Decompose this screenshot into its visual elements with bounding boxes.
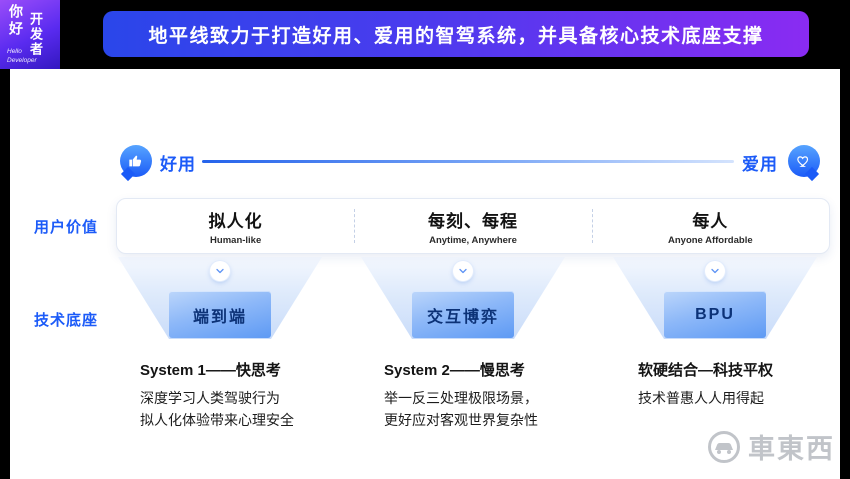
thumbs-up-pin-icon — [120, 145, 152, 177]
value-card-title: 每刻、每程 — [427, 211, 518, 231]
header-banner: 地平线致力于打造好用、爱用的智驾系统，并具备核心技术底座支撑 — [103, 11, 809, 57]
tech-block-bpu: BPU — [664, 291, 766, 338]
description-heading: System 2——慢思考 — [384, 362, 525, 379]
description-line: 更好应对客观世界复杂性 — [384, 412, 538, 428]
description-system1: System 1——快思考 深度学习人类驾驶行为 拟人化体验带来心理安全 — [140, 359, 294, 431]
watermark: 車東西 — [706, 427, 835, 466]
value-card-subtitle: Anytime, Anywhere — [429, 234, 517, 246]
description-heading: System 1——快思考 — [140, 362, 281, 379]
tech-block-interaction-game: 交互博弈 — [412, 291, 514, 338]
chedongxi-logo-icon — [708, 430, 740, 463]
badge-en-subtitle: Hello Developer — [7, 48, 37, 65]
thumbs-up-icon — [129, 155, 142, 167]
description-hardware-software: 软硬结合—科技平权 技术普惠人人用得起 — [638, 359, 773, 409]
tech-block-end-to-end: 端到端 — [169, 291, 271, 338]
value-card-subtitle: Human-like — [210, 234, 262, 246]
value-card-human-like: 拟人化 Human-like — [117, 199, 354, 253]
row-label-tech-base: 技术底座 — [33, 312, 98, 329]
row-label-user-value: 用户价值 — [33, 219, 98, 236]
hello-developer-badge: 你好 开发者 Hello Developer — [0, 0, 60, 69]
value-card-title: 拟人化 — [208, 211, 263, 231]
spectrum-right-label: 爱用 — [742, 155, 778, 174]
badge-cn-line1: 你好 — [8, 4, 24, 38]
spectrum-line — [202, 160, 734, 163]
description-heading: 软硬结合—科技平权 — [638, 362, 774, 379]
value-card-subtitle: Anyone Affordable — [668, 234, 753, 246]
description-line: 举一反三处理极限场景， — [384, 390, 538, 406]
description-line: 拟人化体验带来心理安全 — [140, 412, 294, 428]
description-line: 技术普惠人人用得起 — [638, 390, 764, 406]
header-title: 地平线致力于打造好用、爱用的智驾系统，并具备核心技术底座支撑 — [148, 25, 764, 47]
description-line: 深度学习人类驾驶行为 — [140, 390, 280, 406]
heart-icon — [797, 156, 809, 167]
badge-cn-line2: 开发者 — [28, 12, 43, 57]
value-card-anyone: 每人 Anyone Affordable — [591, 199, 829, 253]
description-system2: System 2——慢思考 举一反三处理极限场景， 更好应对客观世界复杂性 — [384, 359, 538, 431]
chevron-down-icon — [210, 261, 230, 281]
chevron-down-icon — [705, 261, 725, 281]
value-card-title: 每人 — [692, 211, 729, 231]
value-cards: 拟人化 Human-like 每刻、每程 Anytime, Anywhere 每… — [116, 198, 830, 254]
spectrum-left-label: 好用 — [160, 155, 196, 174]
top-bar: 你好 开发者 Hello Developer 地平线致力于打造好用、爱用的智驾系… — [0, 0, 850, 69]
heart-pin-icon — [788, 145, 820, 177]
content-area: 好用 爱用 用户价值 技术底座 拟人化 Human-like 每刻、每程 Any… — [10, 69, 840, 479]
watermark-text: 車東西 — [748, 434, 835, 464]
chevron-down-icon — [453, 261, 473, 281]
value-card-anytime: 每刻、每程 Anytime, Anywhere — [354, 199, 591, 253]
